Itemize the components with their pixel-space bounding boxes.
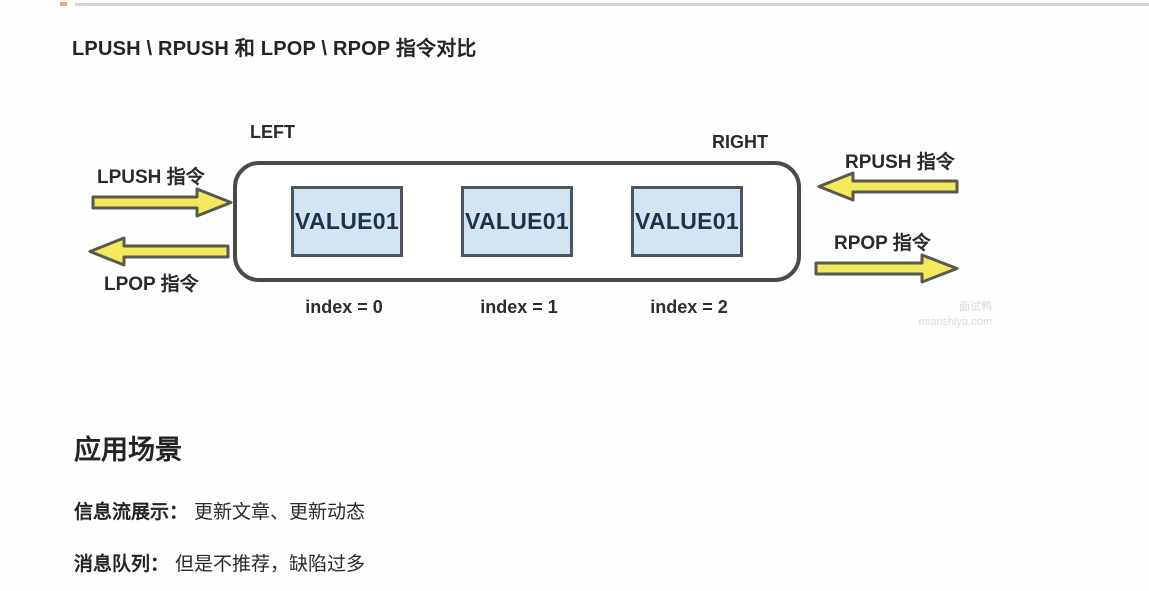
lpush-command-label: LPUSH 指令 xyxy=(97,167,205,188)
usage-item-feed-text: 更新文章、更新动态 xyxy=(194,502,366,523)
list-element-0: VALUE01 xyxy=(291,186,403,257)
rpop-command-label: RPOP 指令 xyxy=(834,233,931,254)
watermark-brand: 面试鸭 xyxy=(959,301,992,313)
index-label-1: index = 1 xyxy=(480,297,558,317)
index-label-0: index = 0 xyxy=(305,297,383,317)
section-heading-usage: 应用场景 xyxy=(74,435,182,465)
list-element-1: VALUE01 xyxy=(461,186,573,257)
usage-item-feed: 信息流展示：更新文章、更新动态 xyxy=(74,497,365,524)
left-end-label: LEFT xyxy=(250,122,295,142)
usage-item-queue-text: 但是不推荐，缺陷过多 xyxy=(175,554,366,575)
lpop-command-label: LPOP 指令 xyxy=(104,274,199,295)
rpush-command-label: RPUSH 指令 xyxy=(845,152,955,173)
usage-item-feed-label: 信息流展示： xyxy=(74,502,189,523)
rpush-arrow-left-icon xyxy=(817,171,959,202)
top-divider-line xyxy=(75,3,1149,6)
top-orange-tick xyxy=(60,2,67,6)
index-label-2: index = 2 xyxy=(650,297,728,317)
rpop-arrow-right-icon xyxy=(814,253,959,284)
usage-item-queue: 消息队列：但是不推荐，缺陷过多 xyxy=(74,549,365,576)
watermark-url: mianshiya.com xyxy=(918,316,992,328)
right-end-label: RIGHT xyxy=(712,132,768,152)
redis-list-container: VALUE01 VALUE01 VALUE01 xyxy=(233,161,801,282)
list-element-2: VALUE01 xyxy=(631,186,743,257)
watermark: 面试鸭 mianshiya.com xyxy=(880,300,992,330)
usage-item-queue-label: 消息队列： xyxy=(74,554,170,575)
lpush-arrow-right-icon xyxy=(91,187,233,218)
lpop-arrow-left-icon xyxy=(88,236,230,267)
page-title: LPUSH \ RPUSH 和 LPOP \ RPOP 指令对比 xyxy=(72,38,477,60)
